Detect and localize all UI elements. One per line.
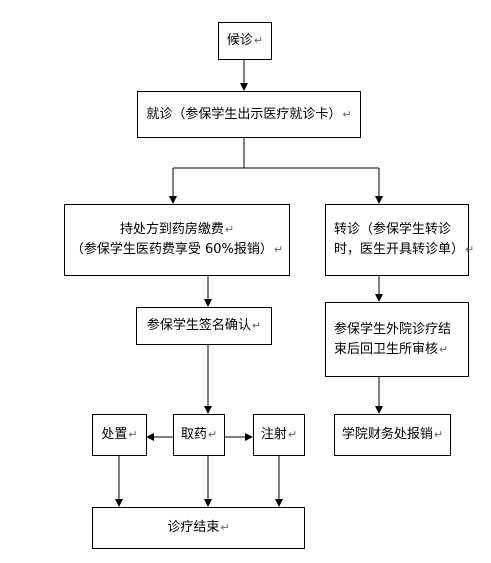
- node-reimburse-text: 学院财务处报销↵: [341, 427, 444, 442]
- node-sign: 参保学生签名确认↵: [136, 307, 272, 345]
- node-reimburse: 学院财务处报销↵: [334, 414, 451, 456]
- node-treat-text: 处置↵: [101, 427, 138, 442]
- node-pay: 持处方到药房缴费↵ （参保学生医药费享受 60%报销）↵: [64, 204, 290, 276]
- node-sign-text: 参保学生签名确认↵: [146, 318, 262, 333]
- node-medicine-text: 取药↵: [180, 427, 218, 442]
- node-external-line-2: 束后回卫生所审核↵: [334, 341, 449, 357]
- node-end: 诊疗结束↵: [92, 507, 305, 549]
- node-pay-line-1: 持处方到药房缴费↵: [119, 222, 235, 237]
- node-consult: 就诊（参保学生出示医疗就诊卡）↵: [137, 91, 361, 138]
- node-external: 参保学生外院诊疗结 束后回卫生所审核↵: [325, 302, 469, 377]
- node-medicine: 取药↵: [173, 414, 225, 456]
- node-treat: 处置↵: [92, 414, 147, 456]
- node-inject: 注射↵: [253, 414, 305, 456]
- node-transfer: 转诊（参保学生转诊 时，医生开具转诊单）↵: [325, 204, 475, 276]
- node-pay-line-2: （参保学生医药费享受 60%报销）↵: [70, 242, 284, 257]
- node-end-text: 诊疗结束↵: [167, 520, 230, 535]
- node-transfer-line-1: 转诊（参保学生转诊: [334, 222, 452, 237]
- node-consult-text: 就诊（参保学生出示医疗就诊卡）↵: [146, 106, 352, 122]
- node-waiting: 候诊↵: [218, 22, 272, 60]
- node-inject-text: 注射↵: [260, 427, 298, 442]
- node-transfer-line-2: 时，医生开具转诊单）↵: [334, 242, 475, 257]
- node-waiting-text: 候诊↵: [226, 33, 264, 48]
- node-external-line-1: 参保学生外院诊疗结: [334, 321, 452, 337]
